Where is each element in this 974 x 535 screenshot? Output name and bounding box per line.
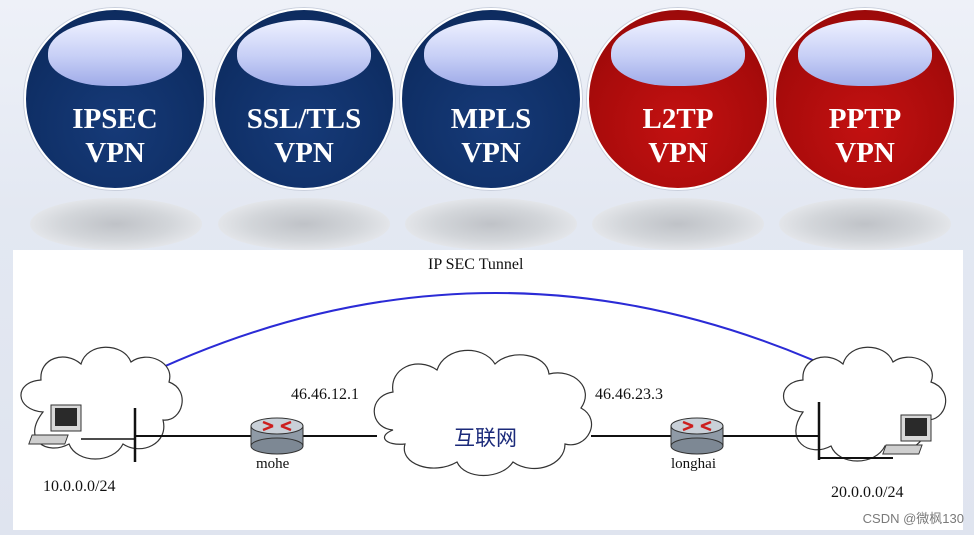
cloud-icon bbox=[784, 347, 946, 461]
router-left-name: mohe bbox=[256, 456, 289, 473]
vpn-types-row: IPSEC VPN SSL/TLS VPN MPLS VPN L2TP VPN … bbox=[0, 0, 974, 250]
vpn-bubble-pptp: PPTP VPN bbox=[774, 8, 956, 190]
vpn-bubble-l2tp: L2TP VPN bbox=[587, 8, 769, 190]
vpn-bubble-label: L2TP bbox=[589, 102, 767, 136]
bubble-gloss bbox=[611, 20, 745, 86]
internet-label: 互联网 bbox=[454, 422, 517, 452]
vpn-bubble-label: IPSEC bbox=[26, 102, 204, 136]
bubble-shadow bbox=[405, 198, 577, 250]
bubble-shadow bbox=[592, 198, 764, 250]
bubble-shadow bbox=[779, 198, 951, 250]
cloud-icon bbox=[374, 350, 591, 475]
vpn-bubble-label: SSL/TLS bbox=[215, 102, 393, 136]
watermark: CSDN @微枫130 bbox=[863, 508, 964, 527]
vpn-bubble-ipsec: IPSEC VPN bbox=[24, 8, 206, 190]
bubble-gloss bbox=[424, 20, 558, 86]
vpn-bubble-label: VPN bbox=[215, 136, 393, 170]
router-icon bbox=[671, 418, 723, 454]
bubble-shadow bbox=[30, 198, 202, 250]
router-left-ip: 46.46.12.1 bbox=[291, 386, 359, 404]
vpn-bubble-label: PPTP bbox=[776, 102, 954, 136]
vpn-bubble-label: VPN bbox=[589, 136, 767, 170]
vpn-bubble-label: VPN bbox=[776, 136, 954, 170]
vpn-bubble-ssl-tls: SSL/TLS VPN bbox=[213, 8, 395, 190]
vpn-bubble-label: MPLS bbox=[402, 102, 580, 136]
vpn-bubble-label: VPN bbox=[402, 136, 580, 170]
diagram-canvas bbox=[13, 250, 963, 530]
network-left-label: 10.0.0.0/24 bbox=[43, 478, 115, 496]
bubble-shadow bbox=[218, 198, 390, 250]
router-icon bbox=[251, 418, 303, 454]
vpn-bubble-label: VPN bbox=[26, 136, 204, 170]
vpn-bubble-mpls: MPLS VPN bbox=[400, 8, 582, 190]
ipsec-network-diagram: IP SEC Tunnel 46.46.12.1 46.46.23.3 mohe… bbox=[13, 250, 963, 530]
bubble-gloss bbox=[798, 20, 932, 86]
router-right-name: longhai bbox=[671, 456, 716, 473]
router-right-ip: 46.46.23.3 bbox=[595, 386, 663, 404]
bubble-gloss bbox=[48, 20, 182, 86]
tunnel-label: IP SEC Tunnel bbox=[428, 256, 523, 274]
network-right-label: 20.0.0.0/24 bbox=[831, 484, 903, 502]
bubble-gloss bbox=[237, 20, 371, 86]
